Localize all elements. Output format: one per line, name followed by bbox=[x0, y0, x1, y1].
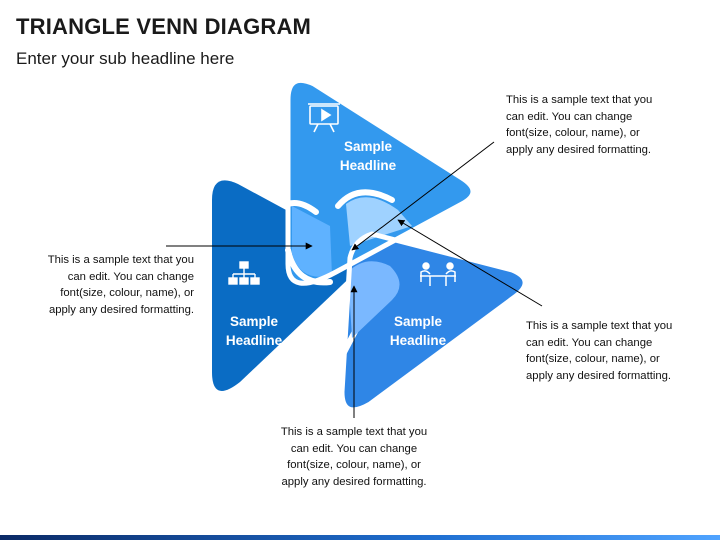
triangle-left-headline: Sample Headline bbox=[225, 314, 283, 348]
note-left: This is a sample text that you can edit.… bbox=[47, 254, 194, 316]
note-top-right: This is a sample text that you can edit.… bbox=[506, 94, 653, 156]
overlap-top-right bbox=[346, 197, 412, 246]
arrow-bottom-right bbox=[397, 219, 543, 307]
meeting-table-icon bbox=[420, 262, 456, 286]
overlap-left-right bbox=[348, 261, 400, 338]
triangle-top-headline: Sample Headline bbox=[339, 139, 397, 173]
slide-subtitle: Enter your sub headline here bbox=[16, 49, 235, 68]
note-bottom-right: This is a sample text that you can edit.… bbox=[526, 320, 673, 382]
presentation-board-icon bbox=[308, 103, 340, 133]
org-chart-icon bbox=[228, 261, 260, 285]
triangle-right-outline bbox=[339, 231, 528, 413]
footer-bar bbox=[0, 535, 720, 540]
arrow-top-right bbox=[351, 141, 495, 251]
triangle-right-headline: Sample Headline bbox=[389, 314, 447, 348]
triangle-top-outline bbox=[285, 78, 476, 286]
note-bottom: This is a sample text that you can edit.… bbox=[280, 426, 428, 488]
slide-title: TRIANGLE VENN DIAGRAM bbox=[16, 14, 312, 39]
overlap-top-left bbox=[292, 206, 332, 278]
